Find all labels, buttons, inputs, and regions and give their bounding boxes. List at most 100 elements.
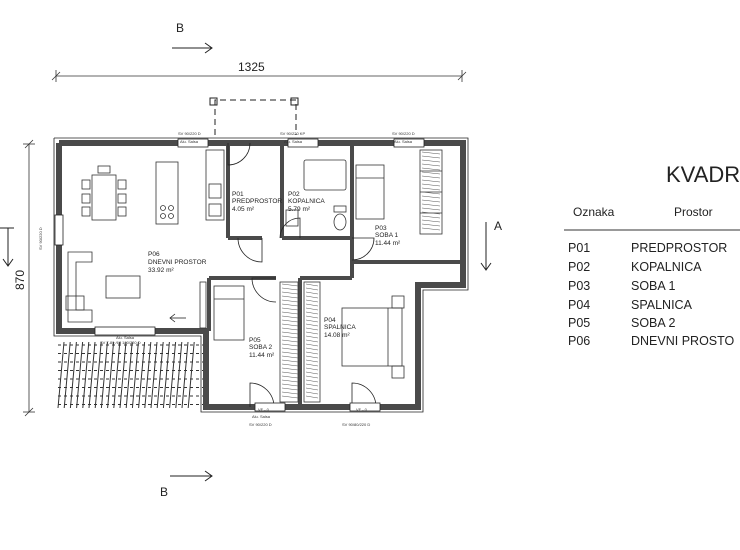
deck-plank [119, 341, 127, 409]
room-area-p05: 11.44 m² [249, 352, 275, 359]
hatch-line [421, 183, 441, 187]
legend-row-name: PREDPROSTOR [631, 241, 727, 255]
door-swing [351, 237, 375, 261]
legend-row-name: DNEVNI PROSTO [631, 334, 735, 348]
hatch-line [305, 339, 319, 343]
hatch-line [421, 219, 441, 223]
deck-plank [113, 341, 121, 409]
dimension-height [23, 139, 35, 417]
hatch-line [421, 195, 441, 199]
room-code-p06: P06 [148, 251, 160, 258]
door-swing [227, 142, 251, 166]
hatch-line [421, 223, 441, 227]
room-name-p06: DNEVNI PROSTOR [148, 259, 207, 266]
wardrobe [303, 281, 321, 403]
window-tag: Alu. Salsa [394, 139, 413, 144]
hatch-line [281, 291, 299, 295]
hatch-line [281, 355, 299, 359]
section-a-right-label: A [494, 219, 502, 233]
hatch-line [421, 175, 441, 179]
hatch-line [421, 179, 441, 183]
hatch-line [281, 283, 299, 287]
double-bed [341, 307, 403, 367]
hatch-line [281, 343, 299, 347]
window-tag: Alu. Salsa [284, 139, 303, 144]
washbasin [285, 209, 299, 227]
window-tags: SV 90/220 D Alu. Salsa SV 90/220 KP Alu.… [100, 131, 415, 427]
hatch-line [305, 299, 319, 303]
dimension-width-label: 1325 [238, 60, 265, 74]
hatch-line [281, 335, 299, 339]
hatch-line [305, 295, 319, 299]
legend-col-code: Oznaka [573, 205, 615, 219]
hatch-line [305, 359, 319, 363]
section-b-top-label: B [176, 21, 184, 35]
kitchen-counter [205, 149, 225, 221]
hatch-line [305, 315, 319, 319]
legend-row-name: SOBA 2 [631, 316, 676, 330]
hatch-line [305, 367, 319, 371]
room-name-p04: SPALNICA [324, 324, 356, 331]
room-code-p03: P03 [375, 225, 387, 232]
room-code-p04: P04 [324, 317, 336, 324]
dining-table [91, 174, 117, 221]
hatch-line [421, 199, 441, 203]
hatch-line [421, 163, 441, 167]
section-marker-a-left [0, 227, 14, 267]
hatch-line [281, 351, 299, 355]
hatch-line [281, 303, 299, 307]
room-code-p05: P05 [249, 337, 261, 344]
deck-plank [88, 341, 96, 409]
dimension-width [51, 70, 467, 82]
section-marker-a-right [480, 222, 492, 271]
hatch-line [281, 387, 299, 391]
deck-plank [138, 341, 146, 409]
hatch-line [281, 323, 299, 327]
hatch-line [421, 211, 441, 215]
window-tag: VF - 0 [258, 407, 270, 412]
hatch-line [305, 351, 319, 355]
hatch-line [281, 363, 299, 367]
hatch-line [281, 379, 299, 383]
deck-plank [107, 341, 115, 409]
deck-plank [131, 341, 139, 409]
window-tag: SV 90/80/220 D [342, 422, 370, 427]
room-area-p02: 5.79 m² [288, 206, 311, 213]
room-name-p02: KOPALNICA [288, 198, 325, 205]
section-marker-b-bottom [170, 470, 213, 482]
window-tag: SV 90/220 D [392, 131, 415, 136]
hatch-line [305, 283, 319, 287]
deck-plank [76, 341, 84, 409]
hatch-line [281, 367, 299, 371]
window-tag: VF - 0 [356, 407, 368, 412]
hatch-line [421, 187, 441, 191]
hatch-line [305, 307, 319, 311]
hatch-line [281, 359, 299, 363]
room-name-p05: SOBA 2 [249, 344, 273, 351]
hatch-line [281, 295, 299, 299]
legend-row-code: P04 [568, 298, 590, 312]
wardrobe-hatching [281, 151, 441, 399]
hatch-line [281, 347, 299, 351]
hatch-line [305, 363, 319, 367]
hatch-line [281, 371, 299, 375]
hatch-line [305, 327, 319, 331]
hatch-line [305, 387, 319, 391]
room-legend: KVADR Oznaka Prostor P01 PREDPROSTOR P02… [564, 162, 740, 348]
sofa [67, 251, 93, 323]
room-labels: P01 PREDPROSTOR 4.05 m² P02 KOPALNICA 5.… [148, 191, 401, 359]
interior-walls [207, 143, 463, 407]
hatch-line [421, 155, 441, 159]
hatch-line [281, 311, 299, 315]
kitchen-island [155, 161, 179, 225]
bed [213, 285, 245, 341]
hatch-line [305, 323, 319, 327]
legend-col-space: Prostor [674, 205, 713, 219]
section-b-bottom-label: B [160, 485, 168, 499]
hatch-line [421, 203, 441, 207]
legend-row-code: P02 [568, 260, 590, 274]
hatch-line [305, 383, 319, 387]
canopy-post [209, 97, 218, 106]
hatch-line [305, 319, 319, 323]
room-name-p03: SOBA 1 [375, 232, 399, 239]
